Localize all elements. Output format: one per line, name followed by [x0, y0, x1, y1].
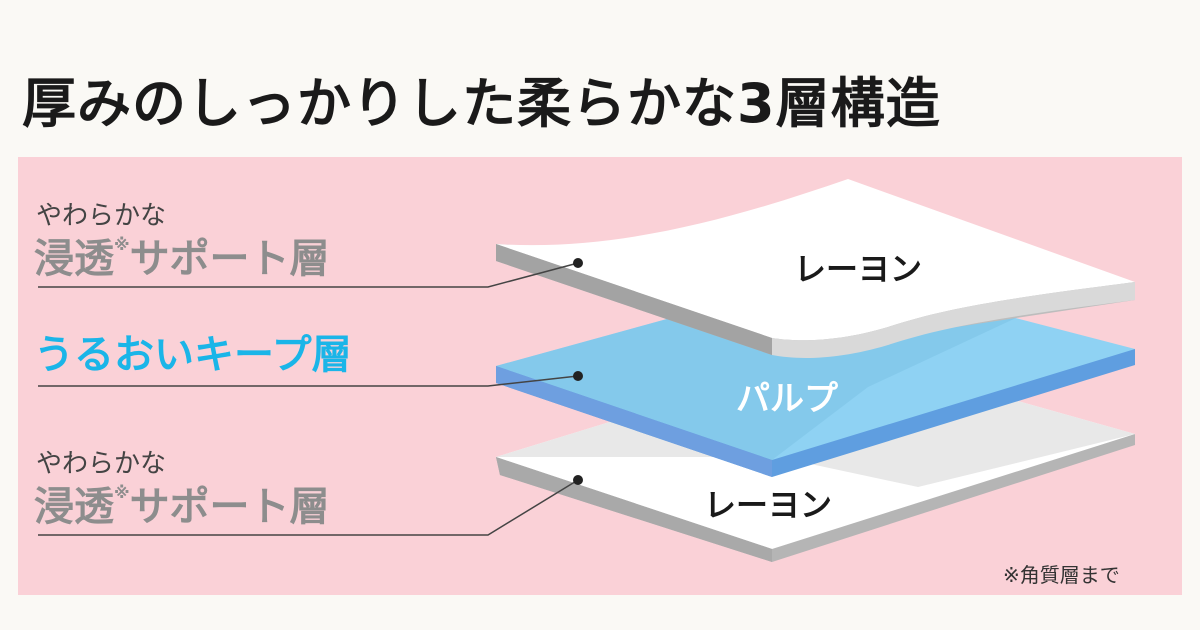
top-layer-footnote-mark: ※ [114, 235, 130, 254]
bottom-layer-footnote-mark: ※ [114, 483, 130, 502]
middle-layer-title: うるおいキープ層 [34, 332, 352, 378]
top-layer [496, 179, 1135, 358]
leader-lines [38, 258, 583, 536]
bottom-layer-material: レーヨン [704, 486, 833, 524]
top-layer-title: 浸透※サポート層 [34, 235, 330, 282]
bottom-layer-caption: やわらかな [36, 449, 167, 479]
top-layer-material: レーヨン [794, 250, 923, 288]
diagram-panel: やわらかな 浸透※サポート層 うるおいキープ層 やわらかな 浸透※サポート層 レ… [18, 157, 1182, 595]
bottom-layer-title: 浸透※サポート層 [34, 483, 330, 530]
bottom-layer-title-part2: サポート層 [129, 484, 330, 530]
top-layer-caption: やわらかな [36, 201, 167, 231]
layer-diagram [38, 179, 1135, 562]
middle-layer-material: パルプ [736, 379, 838, 419]
top-layer-title-part2: サポート層 [129, 236, 330, 282]
top-layer-title-part1: 浸透 [34, 236, 114, 282]
footnote: ※角質層まで [1003, 563, 1120, 587]
page-title: 厚みのしっかりした柔らかな3層構造 [22, 72, 941, 135]
bottom-layer-title-part1: 浸透 [34, 484, 114, 530]
